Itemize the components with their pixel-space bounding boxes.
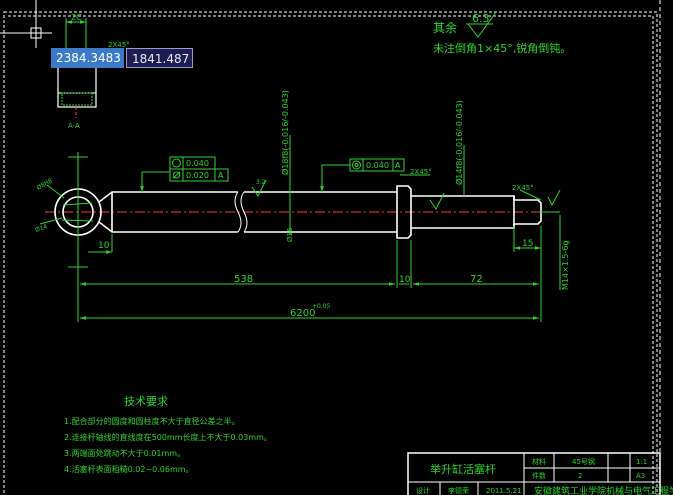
dim-diameter-end: Ø14f8(-0.016/-0.043) [454,100,464,185]
part-name: 举升缸活塞杆 [430,462,496,476]
coordinate-y-input[interactable]: 1841.487 [126,48,193,68]
dimensions [39,135,561,322]
dim-total-len: 6200 [290,308,315,319]
roughness-symbol [251,179,267,197]
notes-heading: 其余 [433,20,457,35]
dimension-labels: 538 10 72 6200 +0.05 10 15 Ø18f8(-0.016/… [34,90,570,319]
coordinate-x-input[interactable]: 2384.3483 [51,48,124,68]
roughness-symbol-2 [429,192,445,210]
section-label: A-A [68,122,80,130]
chamfer-note: 未注倒角1×45°,锐角倒钝。 [433,41,571,55]
dim-thread: M14×1.5-6g [561,240,570,290]
requirement-2: 2.连接杆轴线的直线度在500mm长度上不大于0.03mm。 [64,432,272,442]
roughness-value: 3.2 [256,179,266,186]
dim-left-len: 538 [234,274,253,285]
dim-diameter-main: Ø18f8(-0.016/-0.043) [280,90,290,175]
designer-label: 设计 [416,486,430,495]
scale-value: 1:1 [636,458,647,466]
surface-notes: 其余 6.3 未注倒角1×45°,锐角倒钝。 [433,11,571,55]
design-date: 2011.5.21 [486,487,522,495]
tolerance-frame-1: 0.040 0.020 A [169,156,229,182]
dim-total-tol: +0.05 [312,303,331,310]
requirements-title: 技术要求 [124,395,168,408]
technical-requirements: 技术要求 1.配合部分的圆度和圆柱度不大于直径公差之半。 2.连接杆轴线的直线度… [64,395,272,474]
material-value: 45号钢 [572,457,595,466]
tol-datum2: A [395,161,401,170]
dim-chamfer-end: 2X45° [512,184,534,192]
designer-name: 李德荣 [448,486,469,495]
drawing-frame [3,0,661,495]
requirement-3: 3.两端面处跳动不大于0.01mm。 [64,448,185,458]
tol-flat1: 0.020 [186,171,209,180]
sheet-size: A3 [636,472,645,480]
dim-collar-len: 10 [399,275,411,285]
requirement-1: 1.配合部分的圆度和圆柱度不大于直径公差之半。 [64,416,240,426]
section-chamfer-dim: 2X45° [108,41,130,49]
qty-value: 2 [578,472,582,480]
material-label: 材料 [532,457,546,466]
finish-value: 6.3 [472,12,490,25]
dim-center-mark: Ø16 [286,227,294,242]
section-width-dim: 2C [71,13,82,22]
tol-datum1: A [218,171,224,180]
section-view: 2C 2X45° A-A [57,13,130,130]
tolerance-frame-2: 0.040 A [349,158,405,172]
crosshair-cursor [0,0,52,48]
dim-eye-offset: 10 [98,241,110,251]
tol-circ2: 0.040 [366,161,389,170]
dim-hole-dia: Ø8H8 [36,177,54,192]
school-name: 安徽建筑工业学院机械与电气工程学院 [534,485,673,495]
tol-circ1: 0.040 [186,159,209,168]
dim-end-len: 15 [522,239,533,249]
dim-right-len: 72 [470,274,483,285]
title-block: 举升缸活塞杆 材料 45号钢 件数 2 1:1 A3 设计 李德荣 2011.5… [407,452,673,495]
circularity-icon [172,158,181,168]
requirement-4: 4.活塞杆表面粗糙0.02~0.06mm。 [64,464,194,474]
dim-chamfer-collar: 2X45° [410,168,432,176]
dim-hole-outer: Ø14 [34,223,48,234]
runout-icon [352,160,361,170]
qty-label: 件数 [532,471,546,480]
roughness-symbol-3 [547,189,561,207]
